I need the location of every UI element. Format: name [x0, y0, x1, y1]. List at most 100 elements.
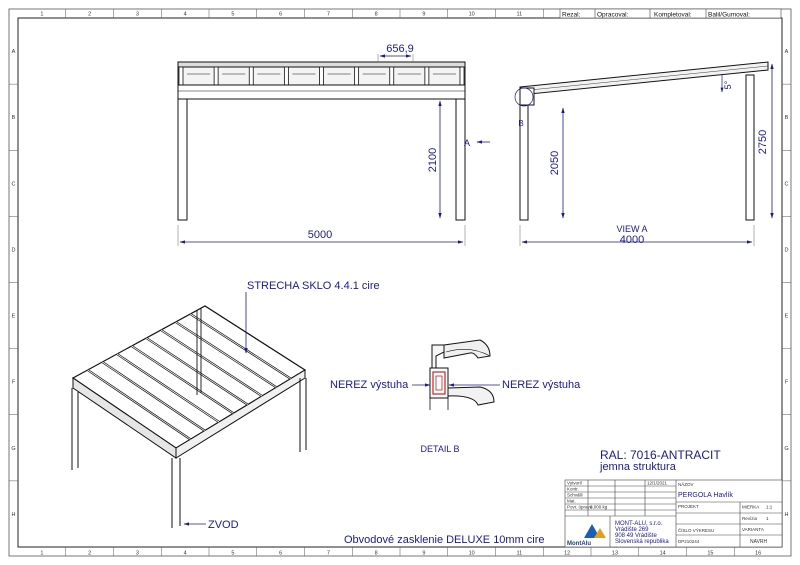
grid-row-mark: B — [785, 115, 789, 121]
detail-right-note: NEREZ výstuha — [502, 379, 581, 391]
detail-left-note: NEREZ výstuha — [330, 379, 409, 391]
dim-panel-spacing: 656,9 — [386, 43, 414, 55]
grid-col-mark: 13 — [612, 551, 618, 557]
grid-col-mark: 7 — [327, 551, 330, 557]
isometric-view — [71, 305, 307, 528]
roof-rafter-profile — [283, 66, 289, 86]
roof-rafter-profile — [389, 66, 395, 86]
title-block — [564, 479, 783, 548]
iso-rafter-highlight — [131, 345, 234, 414]
isometric-notes: STRECHA SKLO 4.4.1 cire ZVOD — [183, 280, 380, 531]
company-address-1: Vrádište 269 — [615, 527, 649, 533]
grid-row-mark: C — [12, 181, 16, 187]
grid-col-mark: 3 — [136, 12, 139, 18]
grid-col-mark: 11 — [517, 551, 523, 557]
view-marker-a: A — [464, 138, 470, 148]
roof-angle: 5° — [723, 80, 733, 89]
variant-label: VARIANTA — [742, 527, 764, 532]
grid-row-mark: G — [11, 446, 15, 452]
company-address-2: 908 49 Vrádište — [615, 533, 657, 539]
revision-header: Rezal: Opracoval: Kompletoval: Balil/Gum… — [559, 8, 782, 19]
grid-row-mark: E — [785, 314, 789, 320]
roof-rafter-profile — [459, 66, 465, 86]
grid-row-mark: D — [785, 247, 789, 253]
grid-col-mark: 6 — [279, 551, 282, 557]
revizia-value: 1 — [766, 516, 769, 521]
roof-rafter-profile — [248, 66, 254, 86]
logo-text: MontAlu — [567, 541, 591, 547]
front-view — [177, 61, 466, 221]
dim-length: 5000 — [308, 229, 332, 241]
grid-col-mark: 2 — [88, 551, 91, 557]
grid-col-mark: 4 — [184, 551, 187, 557]
grid-col-mark: 10 — [469, 551, 475, 557]
grid-col-mark: 1 — [40, 551, 43, 557]
grid-col-mark: 7 — [327, 12, 330, 18]
title-row-label-0: Vytvoril — [567, 481, 582, 486]
montalu-logo: MontAlu — [567, 524, 606, 547]
grid-row-mark: A — [785, 49, 789, 55]
glazing-note: Obvodové zasklenie DELUXE 10mm cire — [344, 534, 545, 546]
roof-note: STRECHA SKLO 4.4.1 cire — [247, 280, 380, 292]
grid-col-mark: 8 — [375, 551, 378, 557]
grid-row-mark: H — [785, 512, 789, 518]
grid-row-mark: E — [12, 314, 16, 320]
title-block-text: Vytvoril Kontr. Schválil Mat. Povr. úpra… — [567, 481, 773, 548]
grid-col-mark: 5 — [231, 12, 234, 18]
grid-col-mark: 3 — [136, 551, 139, 557]
grid-col-mark: 15 — [707, 551, 713, 557]
mierka-value: 1:1 — [766, 505, 773, 510]
revizia-label: Revízia — [742, 516, 758, 521]
grid-col-mark: 12 — [564, 551, 570, 557]
side-view-label: VIEW A — [616, 224, 647, 234]
detail-label: DETAIL B — [420, 444, 459, 454]
iso-rafter-highlight — [102, 361, 205, 431]
grid-col-mark: 14 — [660, 551, 666, 557]
iso-rafter-highlight — [190, 313, 291, 380]
grid-col-mark: 5 — [231, 551, 234, 557]
projekt-label: PROJEKT — [678, 504, 699, 509]
grid-col-mark: 1 — [40, 12, 43, 18]
iso-rafter-highlight — [116, 353, 220, 423]
grid-row-mark: F — [12, 380, 16, 386]
grid-row-mark: G — [784, 446, 788, 452]
title-row-label-2: Schválil — [567, 493, 583, 498]
detail-b-notes: NEREZ výstuha NEREZ výstuha DETAIL B — [330, 379, 581, 454]
nazov-label: NÁZOV — [678, 481, 694, 487]
iso-rafter-highlight — [87, 369, 191, 440]
dim-height: 2100 — [427, 148, 439, 172]
grid-col-mark: 9 — [422, 12, 425, 18]
grid-col-mark: 16 — [755, 551, 761, 557]
roof-rafter-profile — [354, 66, 360, 86]
title-row-label-3: Mat. — [567, 499, 576, 504]
grid-col-mark: 10 — [469, 12, 475, 18]
mierka-label: MIERKA — [742, 505, 759, 510]
grid-col-mark: 8 — [375, 12, 378, 18]
grid-col-mark: 4 — [184, 12, 187, 18]
opracoval-label: Opracoval: — [597, 12, 629, 19]
grid-row-mark: D — [12, 247, 16, 253]
grid-col-mark: 9 — [422, 551, 425, 557]
grid-col-mark: 11 — [517, 12, 523, 18]
company-name: MONT-ALU, s.r.o. — [615, 521, 663, 527]
grid-row-mark: H — [12, 512, 16, 518]
grid-col-mark: 2 — [88, 12, 91, 18]
title-weight: 0,000 kg — [590, 505, 608, 510]
front-view-dimensions: 5000 2100 656,9 A — [177, 43, 490, 246]
roof-rafter-profile — [213, 66, 219, 86]
dim-depth: 4000 — [620, 234, 644, 246]
iso-rafter-highlight — [160, 329, 263, 397]
roof-rafter-profile — [424, 66, 430, 86]
side-view — [514, 61, 769, 221]
cislo-value: DP210244 — [678, 539, 700, 544]
kompletoval-label: Kompletoval: — [654, 12, 692, 19]
balil-label: Balil/Gumoval: — [708, 12, 750, 19]
dim-total-height: 2750 — [757, 130, 769, 154]
grid-row-mark: B — [12, 115, 16, 121]
roof-rafters — [87, 313, 292, 441]
iso-rafter-highlight — [175, 321, 277, 388]
